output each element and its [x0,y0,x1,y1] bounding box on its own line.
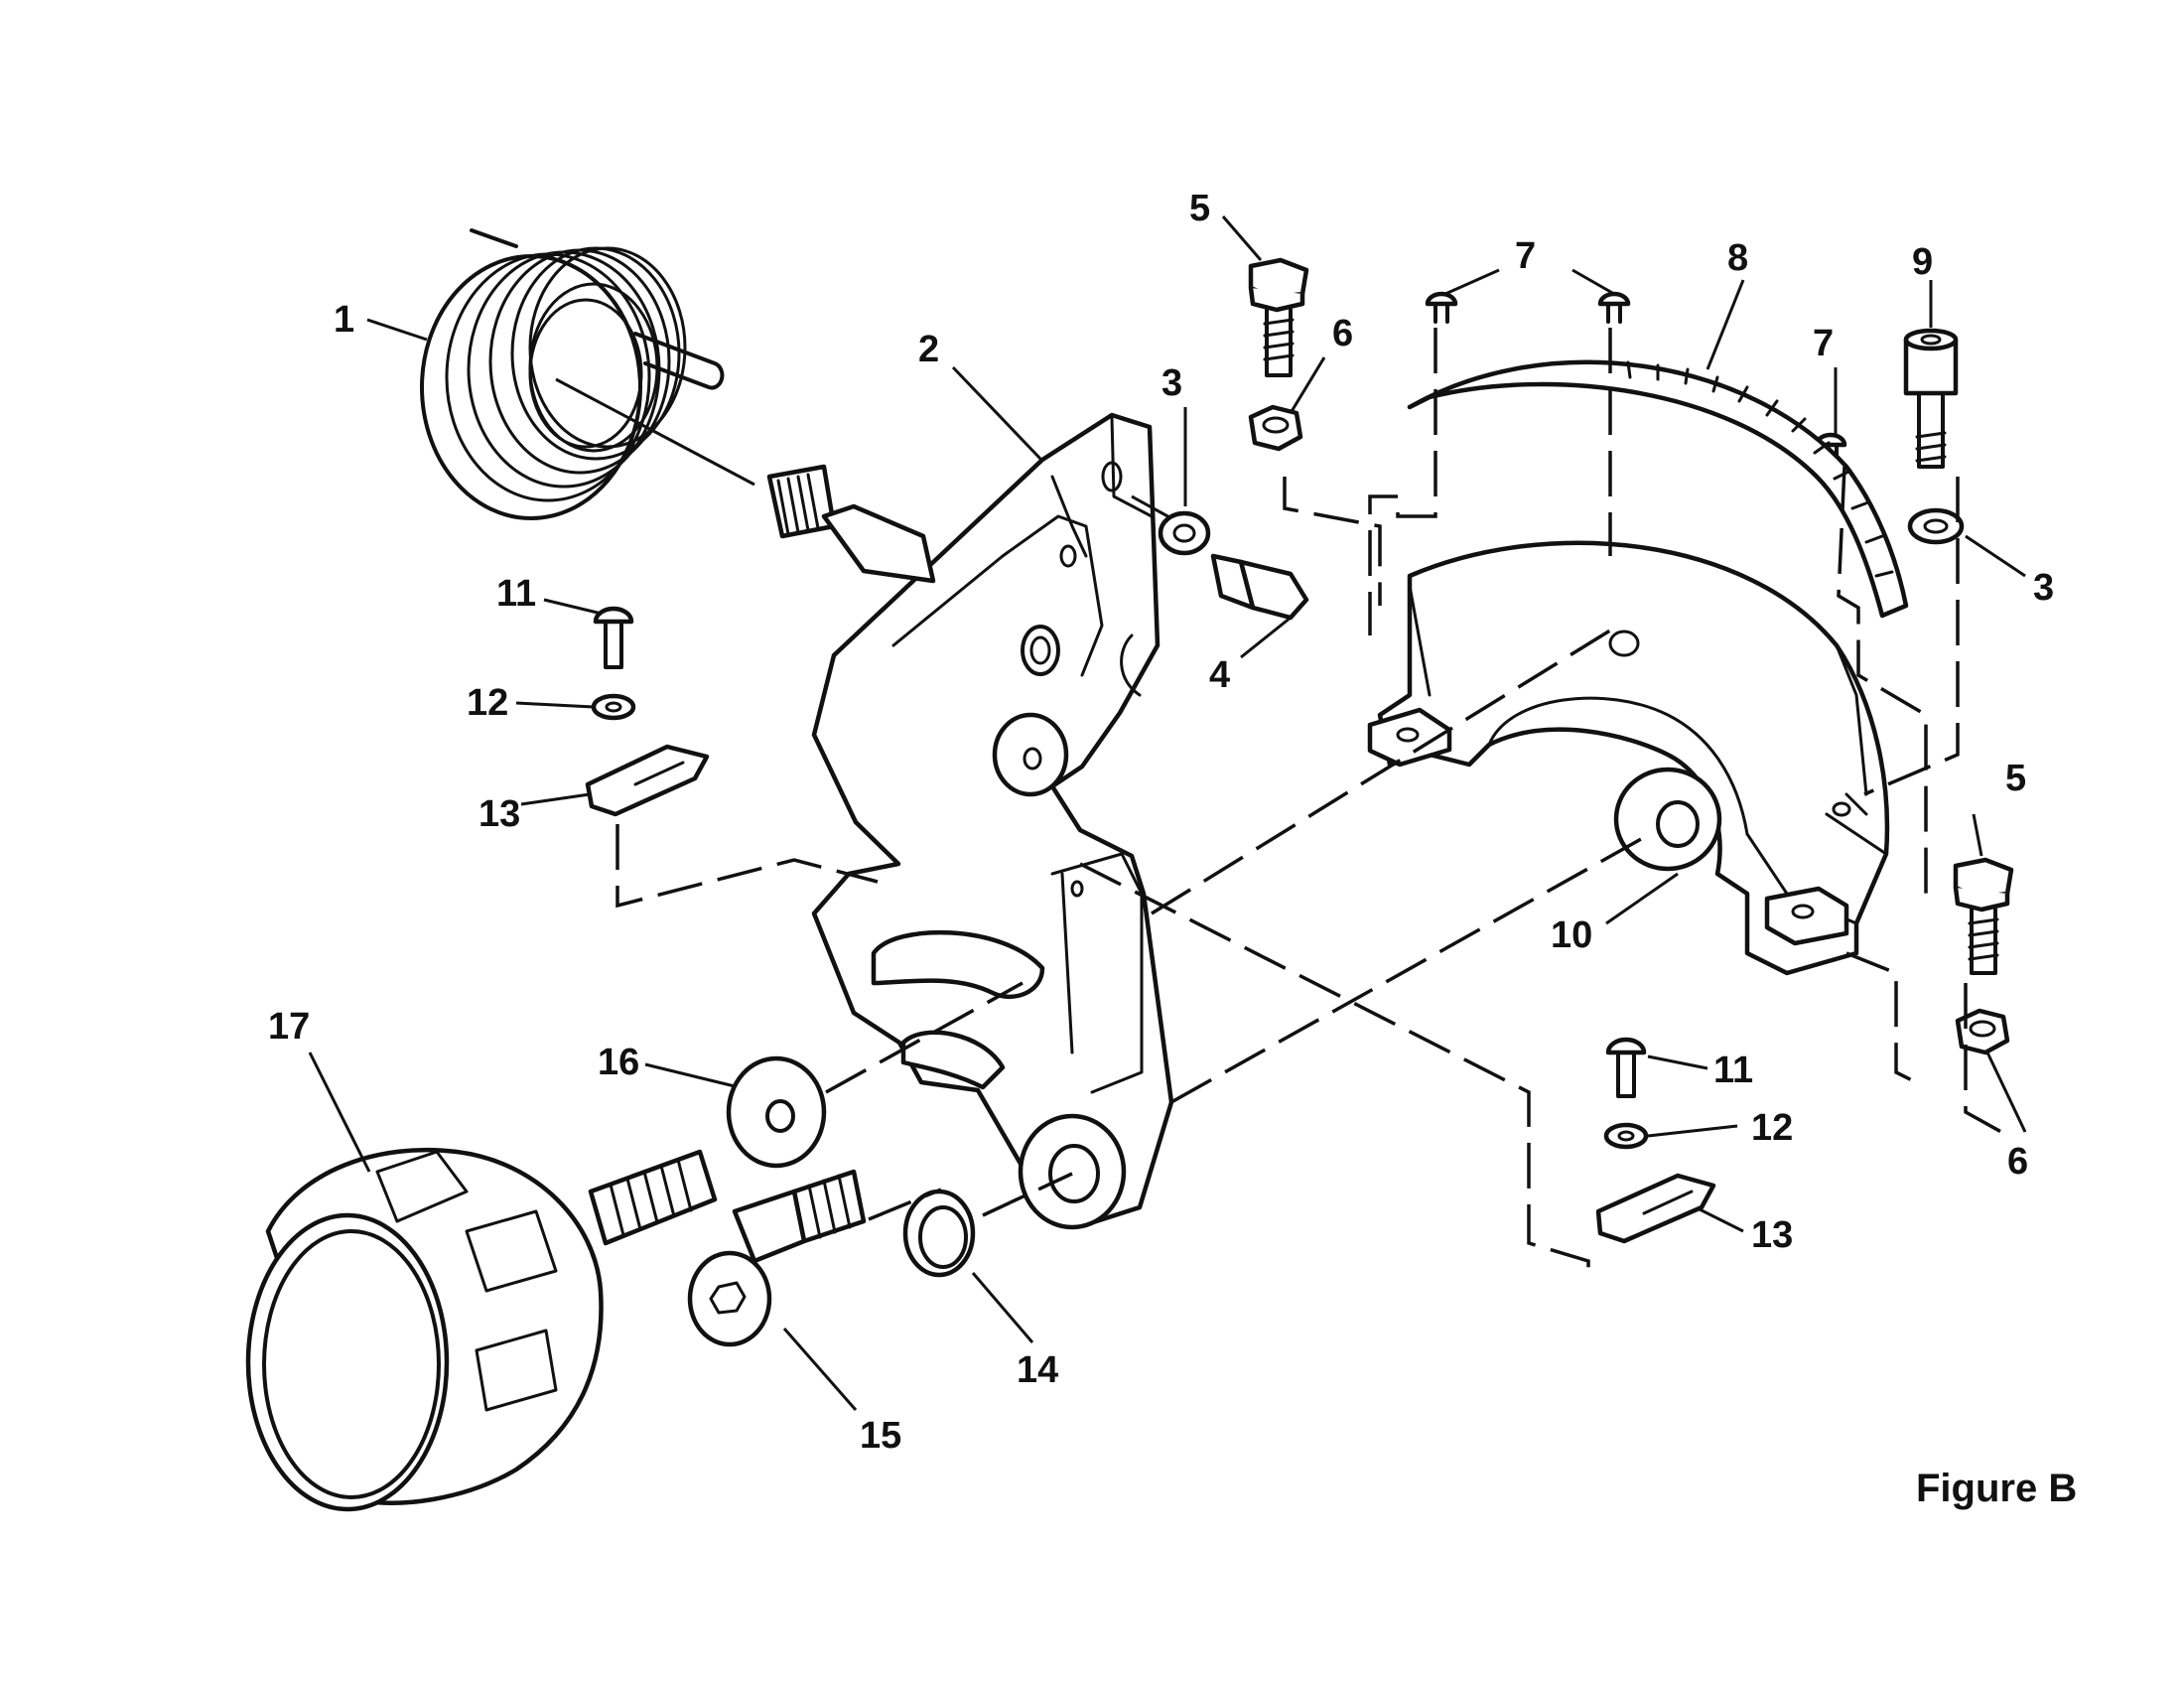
part-3-lock-washer-right [1907,507,1965,545]
callout-17: 17 [268,1006,310,1048]
callout-11-right: 11 [1713,1050,1753,1091]
part-2-bevel-bracket [811,412,1174,1230]
callout-10: 10 [1551,914,1592,956]
part-9-socket-screw [1903,328,1959,469]
part-3-lock-washer-upper [1158,510,1211,556]
callout-6-upper: 6 [1332,313,1353,354]
callout-15: 15 [860,1415,901,1457]
callout-6-right: 6 [2007,1141,2028,1183]
part-6-hex-nut-upper [1248,404,1303,452]
part-5-hex-bolt-right [1953,857,2014,975]
part-5-hex-bolt-upper [1248,257,1309,377]
part-13-plate-right [1595,1173,1716,1244]
callout-8: 8 [1727,237,1748,279]
callout-4: 4 [1209,654,1230,696]
callout-13-right: 13 [1751,1214,1793,1256]
part-14-thin-washer [902,1189,976,1278]
callout-11-left: 11 [496,573,536,615]
part-10-bevel-housing [1367,540,1890,976]
part-4-hex-bolt [1131,494,1309,621]
assembly-centerlines [615,328,2002,1281]
part-17-lock-knob [245,1147,718,1512]
part-12-washer-right [1603,1122,1649,1150]
part-16-flat-washer [726,1055,827,1169]
part-6-hex-nut-right [1955,1008,2010,1055]
callout-labels: 1 2 3 3 4 5 5 6 6 7 7 8 9 10 11 11 12 12… [268,188,2054,1457]
callout-7-right: 7 [1813,323,1834,364]
pivot-shaft [555,377,936,584]
part-11-screw-left [593,606,634,669]
callout-13-left: 13 [478,793,520,835]
part-1-torsion-spring [420,228,725,520]
part-11-screw-right [1605,1037,1647,1098]
callout-2: 2 [918,329,939,370]
callout-16: 16 [598,1042,639,1083]
callout-14: 14 [1017,1349,1058,1391]
callout-5-upper: 5 [1189,188,1210,229]
part-13-plate-left [585,744,710,817]
figure-caption: Figure B [1916,1467,2077,1510]
callout-1: 1 [334,299,354,341]
part-15-shoulder-screw [687,1169,867,1347]
callout-3-right: 3 [2033,567,2054,609]
callout-7-top: 7 [1515,235,1536,277]
part-12-washer-left [591,693,636,721]
callout-12-left: 12 [467,682,508,724]
callout-9: 9 [1912,241,1933,283]
callout-3-upper: 3 [1161,362,1182,404]
callout-12-right: 12 [1751,1107,1793,1149]
callout-5-right: 5 [2005,758,2026,799]
callout-leaders [308,215,2027,1411]
